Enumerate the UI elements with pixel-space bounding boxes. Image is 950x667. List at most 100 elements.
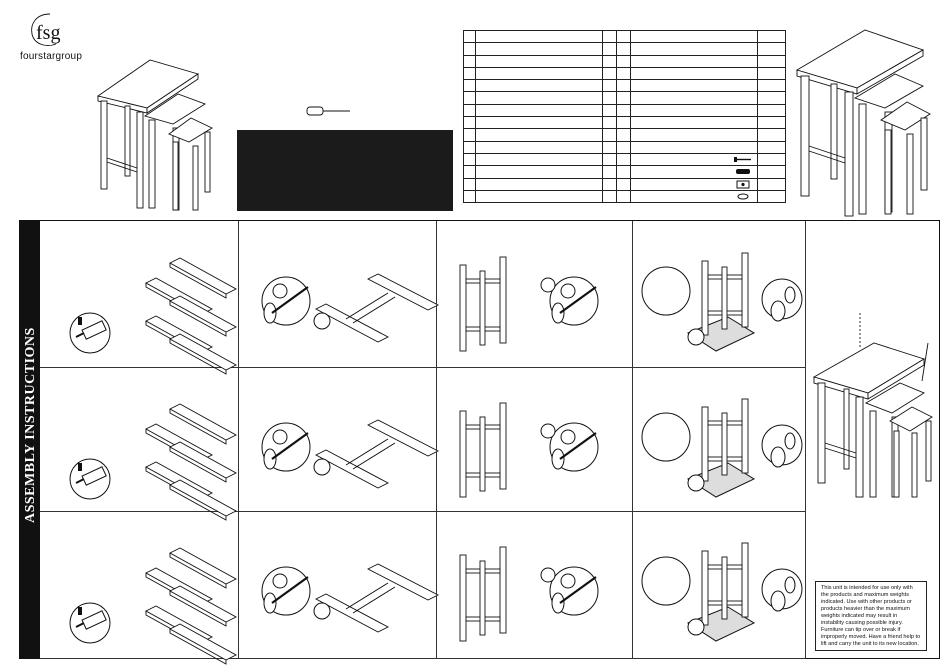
parts-table-cell: [602, 79, 617, 93]
step-panel: [436, 367, 633, 512]
parts-table-cell: [757, 189, 786, 204]
parts-table-cell: [602, 116, 617, 130]
parts-table-cell: [615, 152, 631, 167]
parts-table-cell: [629, 189, 759, 204]
step-panel: [238, 367, 439, 512]
parts-table-cell: [474, 116, 604, 130]
parts-table-cell: [629, 165, 759, 179]
step-panel: [238, 511, 439, 659]
parts-table-cell: [474, 189, 604, 204]
parts-table-cell: [602, 165, 617, 179]
parts-table-cell: [474, 79, 604, 93]
parts-table-cell: [602, 103, 617, 118]
step-panel: [632, 221, 806, 368]
parts-table-cell: [463, 177, 476, 191]
parts-table-cell: [615, 29, 631, 44]
parts-table-cell: [602, 140, 617, 154]
screw-icon: [734, 157, 752, 163]
parts-table-cell: [629, 66, 759, 81]
parts-table-row: [463, 29, 786, 44]
parts-table-cell: [629, 79, 759, 93]
bracket-icon: [736, 180, 750, 189]
parts-table-row: [463, 66, 786, 81]
step-panel: [40, 221, 239, 375]
notice-box: [237, 130, 453, 211]
parts-table-cell: [615, 189, 631, 204]
parts-table-cell: [463, 42, 476, 56]
parts-table-cell: [474, 128, 604, 142]
parts-table-cell: [474, 91, 604, 105]
step-panel: [238, 221, 439, 368]
logo-mark-icon: fsg: [31, 13, 60, 46]
parts-table-row: [463, 140, 786, 154]
dowel-icon: [736, 169, 751, 175]
parts-table-cell: [474, 66, 604, 81]
parts-table-row: [463, 165, 786, 179]
parts-table-cell: [757, 165, 786, 179]
parts-table-cell: [757, 152, 786, 167]
step-panel: [436, 511, 633, 659]
parts-table-cell: [757, 91, 786, 105]
washer-icon: [737, 193, 749, 200]
parts-table-cell: [629, 42, 759, 56]
parts-table-cell: [615, 42, 631, 56]
step-panel: [632, 367, 806, 512]
product-illustration-large: [795, 29, 931, 217]
final-panel: This unit is intended for use only with …: [805, 221, 938, 658]
screwdriver-icon: [306, 106, 350, 116]
parts-table-cell: [615, 66, 631, 81]
step-illustration: [459, 546, 599, 642]
parts-table-cell: [463, 152, 476, 167]
step-illustration: [459, 402, 599, 498]
parts-table-row: [463, 91, 786, 105]
final-product-illustration: [812, 313, 933, 498]
parts-table-row: [463, 128, 786, 142]
parts-table-cell: [602, 66, 617, 81]
parts-table-row: [463, 42, 786, 56]
parts-table-cell: [602, 42, 617, 56]
parts-table-cell: [463, 128, 476, 142]
parts-table-row: [463, 54, 786, 68]
parts-table-cell: [463, 54, 476, 68]
sidebar-title: ASSEMBLY INSTRUCTIONS: [23, 327, 38, 523]
brand-name: fourstargroup: [20, 51, 83, 62]
parts-table-cell: [757, 128, 786, 142]
parts-table-cell: [757, 140, 786, 154]
parts-table-cell: [629, 128, 759, 142]
step-panel: [436, 221, 633, 368]
step-illustration: [69, 547, 237, 665]
svg-text:fsg: fsg: [36, 22, 60, 44]
parts-table-cell: [474, 42, 604, 56]
parts-table-cell: [602, 177, 617, 191]
parts-table-cell: [615, 79, 631, 93]
parts-table-cell: [629, 91, 759, 105]
parts-table-cell: [615, 128, 631, 142]
parts-table-row: [463, 79, 786, 93]
parts-table-cell: [463, 165, 476, 179]
parts-table-cell: [615, 177, 631, 191]
parts-table-cell: [629, 177, 759, 191]
parts-table-cell: [463, 79, 476, 93]
parts-table-cell: [602, 189, 617, 204]
parts-table-cell: [629, 54, 759, 68]
step-illustration: [261, 563, 439, 633]
parts-table-cell: [615, 165, 631, 179]
parts-table-cell: [615, 54, 631, 68]
parts-table-cell: [629, 152, 759, 167]
parts-table-cell: [629, 29, 759, 44]
parts-table-cell: [602, 91, 617, 105]
parts-table-cell: [463, 116, 476, 130]
parts-table-cell: [615, 140, 631, 154]
parts-table-cell: [629, 116, 759, 130]
step-panel: [40, 367, 239, 521]
parts-table-cell: [757, 42, 786, 56]
step-illustration: [459, 256, 599, 352]
parts-table-cell: [757, 29, 786, 44]
parts-table-cell: [629, 140, 759, 154]
parts-table-cell: [602, 54, 617, 68]
parts-table-cell: [463, 189, 476, 204]
parts-table-cell: [615, 116, 631, 130]
parts-table-cell: [602, 128, 617, 142]
step-panel: [40, 511, 239, 665]
parts-table-cell: [463, 66, 476, 81]
